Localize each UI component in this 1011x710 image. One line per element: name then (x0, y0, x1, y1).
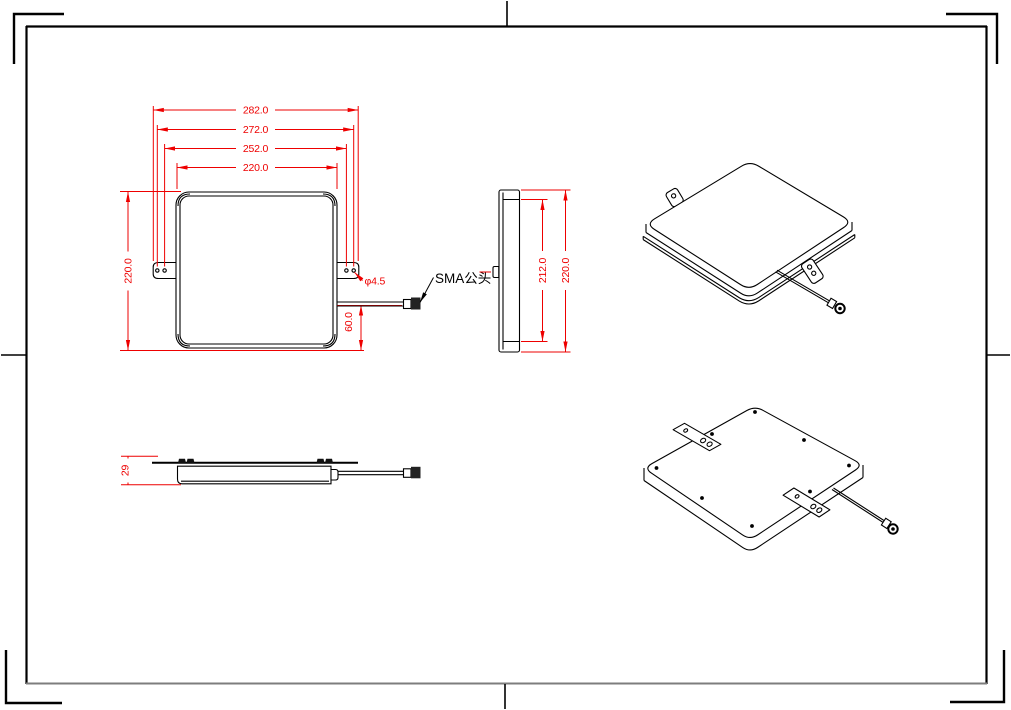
panel-outline-inner (179, 195, 334, 345)
cable-front (337, 297, 421, 310)
side-view: 212.0 220.0 (479, 189, 572, 353)
dim-body-height: 220.0 (120, 191, 364, 351)
sma-label-group: SMA公头 (419, 271, 491, 303)
corner-mark-top-left (12, 12, 64, 64)
sma-connector-label: SMA公头 (435, 271, 491, 286)
panel-outline-outer (175, 191, 338, 349)
dim-text-282: 282.0 (243, 105, 269, 117)
dim-thickness: 29 (119, 455, 181, 486)
connector-barrel (402, 468, 412, 478)
dim-hole-span-inner: 252.0 (164, 143, 347, 267)
sma-connector-pin (891, 527, 895, 531)
mounting-hole (155, 268, 160, 273)
corner-mark-bottom-left (4, 650, 62, 705)
corner-mark-top-right (946, 12, 999, 64)
label-leader-line (419, 277, 434, 303)
sma-connector-pin (838, 306, 842, 311)
profile-body (176, 465, 332, 485)
dim-text-hole: φ4.5 (365, 276, 386, 288)
corner-mark-bottom-right (950, 650, 1006, 704)
sma-connector (411, 297, 421, 310)
dim-text-220-side: 220.0 (560, 258, 572, 284)
cable-boot (330, 468, 339, 481)
iso-bottom-rim (643, 465, 864, 551)
panel-corner-chamfers (177, 193, 336, 347)
iso-bracket-lower (782, 487, 831, 518)
connector-barrel (826, 297, 838, 310)
iso-side-wall (645, 222, 853, 297)
mounting-hole (351, 268, 356, 273)
side-body (498, 189, 521, 353)
screw-head (325, 458, 333, 463)
mounting-hole (344, 268, 349, 273)
profile-view: 29 (119, 455, 421, 486)
back-screw-holes (654, 410, 851, 528)
iso-top-view (642, 163, 856, 315)
iso-cable (775, 269, 846, 315)
dim-side-inner-height: 212.0 (521, 199, 549, 342)
dim-cable-offset: 60.0 (337, 305, 402, 351)
cable-profile (338, 466, 421, 479)
iso-top-face (649, 163, 849, 288)
dim-body-width: 220.0 (176, 162, 338, 189)
dim-text-272: 272.0 (243, 124, 269, 136)
sma-connector (411, 466, 421, 479)
iso-bracket (800, 258, 824, 284)
dim-text-220-width: 220.0 (243, 162, 269, 174)
screw-head (178, 458, 186, 463)
iso-flange-lip (642, 234, 856, 305)
dim-text-29: 29 (120, 465, 132, 477)
screw-head (186, 458, 195, 463)
dim-text-60: 60.0 (343, 312, 355, 332)
feed-bump (492, 265, 500, 279)
connector-barrel (402, 298, 412, 310)
front-view: 282.0 272.0 252.0 220.0 (120, 104, 491, 351)
iso-bracket-upper (672, 422, 722, 452)
dim-hole-span-outer: 272.0 (156, 124, 355, 267)
dim-text-220-height: 220.0 (123, 258, 135, 284)
dim-overall-width: 282.0 (152, 104, 359, 261)
mounting-hole (162, 268, 167, 273)
iso-cable-bottom (831, 487, 899, 535)
screw-head (316, 458, 325, 463)
dim-hole-diameter: φ4.5 (354, 271, 386, 288)
dim-text-252: 252.0 (243, 143, 269, 155)
dim-text-212: 212.0 (537, 258, 549, 284)
dim-side-overall-height: 220.0 (521, 189, 572, 353)
iso-bottom-view (643, 407, 899, 551)
